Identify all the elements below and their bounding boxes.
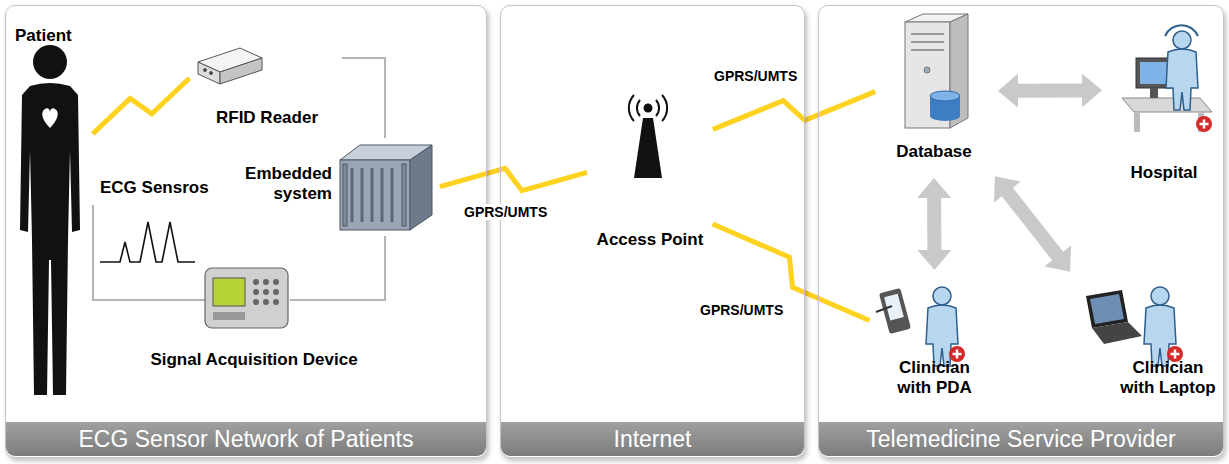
clinician-pda-icon-part [876, 306, 892, 312]
hospital-icon-part [1166, 31, 1198, 110]
clinician-laptop-icon-part [1090, 294, 1124, 324]
hospital-icon-part [1196, 116, 1212, 132]
embedded-system-icon-part [340, 160, 410, 230]
rfid-reader-icon-part [220, 58, 262, 84]
clinician-pda-icon-part [879, 288, 911, 334]
clinician-laptop-icon-part [1086, 290, 1128, 328]
rfid-reader-icon [198, 48, 262, 84]
panel-title: Internet [501, 422, 804, 456]
signal-device-icon-part-part [263, 299, 269, 305]
node-label: Patient [15, 26, 87, 46]
embedded-system-icon-part [410, 145, 432, 230]
wireless-link [93, 78, 190, 134]
hospital-icon-part [1134, 112, 1140, 132]
rfid-reader-icon-part [210, 72, 213, 75]
data-flow-arrow [998, 73, 1102, 107]
panel-title: ECG Sensor Network of Patients [6, 422, 486, 456]
hospital-icon [1122, 25, 1212, 132]
patient-figure [20, 45, 80, 395]
node-label: Clinician with Laptop [1118, 358, 1218, 397]
antenna-icon-part [634, 118, 662, 178]
icon-node: Hospital [1110, 15, 1218, 190]
sensor-label: ECG Sensros [100, 178, 209, 198]
hospital-icon-part [1150, 88, 1158, 98]
data-flow-arrow [994, 176, 1071, 271]
signal-device-icon-part [213, 312, 245, 320]
panel-title: Telemedicine Service Provider [819, 422, 1223, 456]
ecg-wave [100, 222, 195, 262]
server-icon [905, 14, 968, 128]
icon-node: Database [878, 12, 990, 170]
clinician-laptop-icon [1086, 287, 1183, 366]
database-cylinder-part [930, 111, 960, 121]
embedded-system-icon [340, 145, 432, 230]
database-cylinder-part [930, 91, 960, 101]
wireless-link [713, 92, 875, 130]
signal-device-icon-part [205, 268, 288, 328]
ecg-wave-part [100, 222, 195, 262]
clinician-laptop-icon-part [1092, 322, 1142, 344]
data-flow-arrow [917, 178, 951, 270]
wireless-link [440, 168, 587, 190]
hospital-icon-part [1165, 25, 1198, 36]
patient-figure-part [33, 45, 67, 79]
region-panel: ECG Sensor Network of Patients PatientRFI… [5, 5, 487, 458]
patient-figure-part [20, 83, 80, 395]
rfid-reader-icon-part [204, 69, 207, 72]
signal-device-icon-part-part [263, 289, 269, 295]
database-cylinder [930, 91, 960, 121]
antenna-icon-part [644, 104, 653, 113]
edge-label: GPRS/UMTS [462, 204, 549, 220]
patient-figure-part [42, 108, 57, 128]
embedded-system-icon-part [402, 164, 406, 226]
signal-device-icon [205, 268, 288, 328]
signal-device-icon-part [213, 278, 245, 306]
edge-label: GPRS/UMTS [712, 68, 799, 84]
signal-device-icon-part-part [263, 279, 269, 285]
node-label: RFID Reader [192, 108, 342, 128]
edge-label: GPRS/UMTS [698, 302, 785, 318]
signal-device-icon-part-part [273, 289, 279, 295]
node-label: Database [878, 142, 990, 162]
icon-node: Patient [12, 22, 90, 400]
clinician-pda-icon [876, 287, 965, 366]
embedded-system-icon-part [352, 168, 392, 222]
rfid-reader-icon-part [198, 62, 220, 84]
icon-node: Embedded system [212, 138, 437, 236]
embedded-system-icon-part [343, 164, 347, 226]
signal-device-icon-part-part [273, 279, 279, 285]
signal-device-icon-part [253, 279, 279, 305]
icon-node: Clinician with Laptop [1075, 278, 1223, 404]
icon-node: Access Point [590, 88, 710, 256]
icon-node: Clinician with PDA [872, 278, 997, 404]
node-label: Embedded system [212, 164, 332, 203]
cable-link [342, 58, 385, 138]
server-icon-part [911, 34, 944, 50]
cable-link [380, 236, 385, 300]
signal-device-icon-part-part [253, 279, 259, 285]
node-label: Signal Acquisition Device [128, 350, 380, 370]
hospital-icon-part [1122, 98, 1212, 112]
antenna-icon [629, 95, 667, 178]
node-label: Access Point [590, 230, 710, 250]
region-panel: Telemedicine Service Provider DatabaseHos… [818, 5, 1224, 458]
hospital-icon-part [1140, 62, 1168, 84]
icon-node: Signal Acquisition Device [128, 258, 380, 380]
icon-node: RFID Reader [192, 40, 342, 132]
antenna-icon-part [629, 95, 667, 121]
signal-device-icon-part-part [253, 299, 259, 305]
node-label: Clinician with PDA [887, 358, 982, 397]
node-label: Hospital [1110, 163, 1218, 183]
server-icon-part [924, 67, 930, 73]
signal-device-icon-part-part [253, 289, 259, 295]
signal-device-icon-part-part [273, 299, 279, 305]
